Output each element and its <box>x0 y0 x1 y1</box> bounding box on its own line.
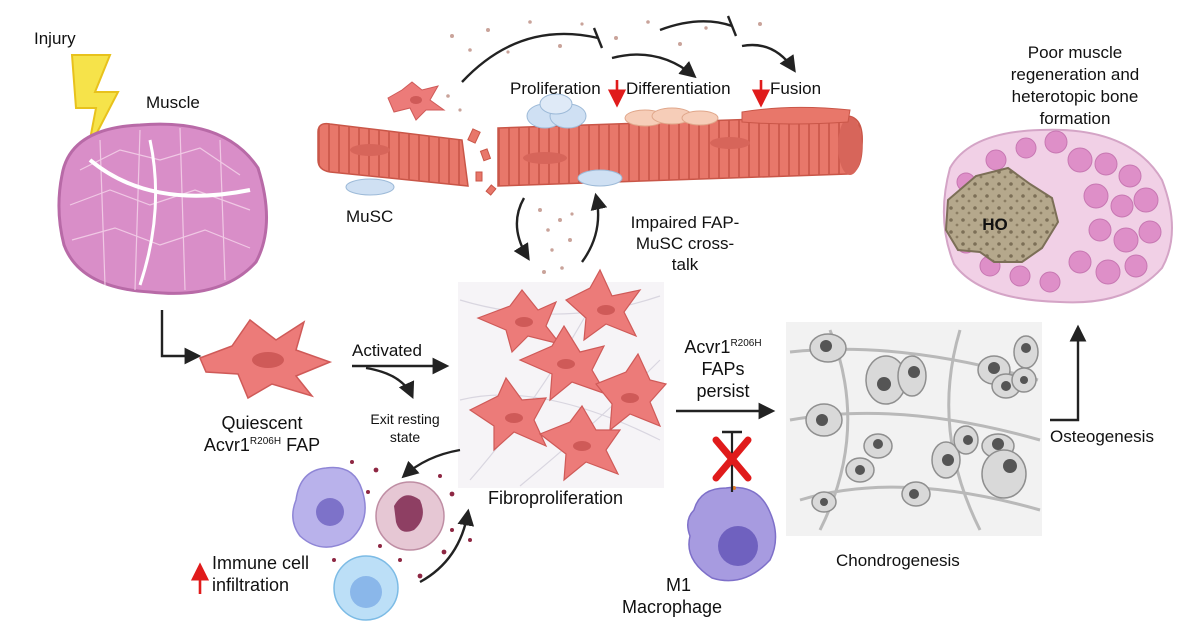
muscle-label: Muscle <box>146 93 200 112</box>
chondrogenesis-label: Chondrogenesis <box>836 551 960 570</box>
persist-line-1: Acvr1R206H <box>668 336 778 358</box>
immune-line-1: Immune cell <box>212 553 310 573</box>
exit-resting-arrow <box>365 366 415 400</box>
m1-macrophage-label: M1 Macrophage <box>622 574 722 618</box>
top-arrows <box>461 15 796 263</box>
exit-resting-label: Exit resting state <box>350 410 460 446</box>
crosstalk-line-2: MuSC cross- <box>635 234 735 253</box>
muscle-cross-section <box>57 122 268 295</box>
proliferating-cells <box>526 93 587 129</box>
faps-persist-label: Acvr1R206H FAPs persist <box>668 336 778 402</box>
injury-label: Injury <box>34 29 76 48</box>
chondrogenesis-panel <box>786 322 1042 536</box>
red-decrease-arrows <box>190 80 771 594</box>
crosstalk-label: Impaired FAP- MuSC cross- talk <box>598 212 772 275</box>
fap-word: FAP <box>286 435 321 455</box>
exit-line-1: Exit resting <box>370 411 440 427</box>
osteogenesis-label: Osteogenesis <box>1050 427 1154 446</box>
ho-muscle-cross-section: HO <box>942 128 1173 304</box>
fusion-label: Fusion <box>770 79 822 98</box>
fibroproliferation-to-immune-arrow <box>401 448 461 479</box>
m1-line-1: M1 <box>666 575 692 595</box>
fused-myotube <box>741 106 851 125</box>
differentiation-label: Differentiation <box>626 79 731 98</box>
activated-musc-cell <box>387 81 446 121</box>
crosstalk-line-3: talk <box>671 255 699 274</box>
outcome-line-3: heterotopic bone <box>1011 87 1139 106</box>
gene-name-2: Acvr1 <box>684 337 731 357</box>
blocked-x-icon <box>712 436 752 482</box>
ho-label: HO <box>982 215 1008 234</box>
mutation-superscript: R206H <box>249 436 282 447</box>
m1-line-2: Macrophage <box>622 597 723 617</box>
crosstalk-line-1: Impaired FAP- <box>630 213 740 232</box>
persist-line-2: FAPs <box>701 359 745 379</box>
quiescent-fap-label: Quiescent Acvr1R206H FAP <box>186 412 338 456</box>
quiescent-line-2: Acvr1R206H FAP <box>186 434 338 456</box>
mutation-superscript-2: R206H <box>730 338 762 349</box>
quiescent-line-1: Quiescent <box>221 413 303 433</box>
activated-label: Activated <box>352 341 422 360</box>
immune-cells <box>292 460 472 621</box>
exit-line-2: state <box>389 429 421 445</box>
outcome-line-4: formation <box>1039 109 1111 128</box>
persist-line-3: persist <box>696 381 750 401</box>
osteogenesis-arrow <box>1050 324 1087 422</box>
outcome-line-2: regeneration and <box>1010 65 1140 84</box>
outcome-label: Poor muscle regeneration and heterotopic… <box>975 42 1175 130</box>
fibroproliferation-label: Fibroproliferation <box>488 488 624 508</box>
m1-macrophage <box>687 445 777 582</box>
differentiating-cells <box>624 107 719 127</box>
muscle-to-fap-arrow <box>160 310 202 365</box>
immune-infiltration-label: Immune cell infiltration <box>212 552 309 596</box>
proliferation-label: Proliferation <box>510 79 601 98</box>
muscle-fiber <box>317 115 863 196</box>
immune-to-fibroproliferation-arrow <box>419 508 475 584</box>
outcome-line-1: Poor muscle <box>1027 43 1123 62</box>
fibroproliferation-panel <box>458 268 668 488</box>
musc-label: MuSC <box>346 207 394 226</box>
secreted-factors-dots <box>446 20 762 274</box>
immune-line-2: infiltration <box>212 575 290 595</box>
gene-name: Acvr1 <box>203 435 250 455</box>
quiescent-fap-cell <box>199 318 333 400</box>
